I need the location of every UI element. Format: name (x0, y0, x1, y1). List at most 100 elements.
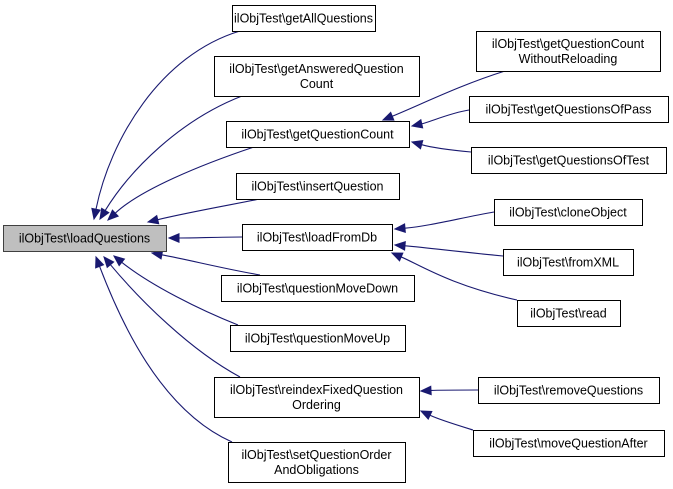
node-label: WithoutReloading (519, 52, 618, 66)
edge-line (99, 266, 233, 443)
edge-line (114, 146, 255, 214)
node-label: ilObjTest\getQuestionCount (241, 128, 394, 142)
node-cloneObject[interactable]: ilObjTest\cloneObject (494, 199, 643, 226)
node-box (471, 147, 667, 174)
edge-getQuestionsOfTest-to-getQuestionCount (410, 140, 472, 153)
edge-getQuestionCount-to-loadQuestions (107, 146, 255, 221)
node-questionMoveUp[interactable]: ilObjTest\questionMoveUp (230, 325, 406, 352)
node-box (503, 249, 634, 276)
node-label: ilObjTest\moveQuestionAfter (489, 437, 647, 451)
nodes-layer: ilObjTest\loadQuestions ilObjTest\getAllQ… (3, 5, 669, 483)
arrowhead-icon (393, 240, 406, 251)
node-label: AndObligations (274, 463, 359, 477)
node-label: ilObjTest\setQuestionOrder (241, 448, 391, 462)
edge-getQuestionsOfPass-to-getQuestionCount (410, 109, 470, 129)
arrowhead-icon (390, 252, 404, 262)
edge-line (421, 144, 472, 153)
node-label: ilObjTest\getQuestionsOfPass (485, 103, 651, 117)
edges-layer (91, 30, 518, 443)
arrowhead-icon (381, 111, 395, 121)
node-label: ilObjTest\fromXML (517, 256, 619, 270)
node-loadFromDb[interactable]: ilObjTest\loadFromDb (242, 224, 393, 251)
node-box (494, 199, 643, 226)
node-getQuestionCountWithoutReloading[interactable]: ilObjTest\getQuestionCountWithoutReloadi… (476, 31, 661, 72)
arrowhead-icon (167, 233, 180, 243)
node-label: ilObjTest\insertQuestion (251, 180, 383, 194)
node-label: Count (300, 77, 334, 91)
edge-reindexFixedQuestionOrdering-to-loadQuestions (103, 256, 241, 378)
edge-getQuestionCountWithoutReloading-to-getQuestionCount (381, 70, 506, 121)
node-box (236, 173, 400, 200)
node-label: ilObjTest\loadFromDb (257, 231, 377, 245)
node-label: ilObjTest\reindexFixedQuestion (230, 383, 403, 397)
edge-getAllQuestions-to-loadQuestions (91, 30, 241, 221)
edge-read-to-loadFromDb (390, 252, 518, 301)
node-label: ilObjTest\read (530, 307, 606, 321)
node-box (473, 430, 665, 457)
node-removeQuestions[interactable]: ilObjTest\removeQuestions (478, 377, 660, 404)
edge-line (429, 414, 474, 431)
node-label: ilObjTest\questionMoveDown (237, 282, 398, 296)
edge-questionMoveUp-to-loadQuestions (112, 255, 239, 326)
node-box (232, 5, 376, 32)
edge-line (392, 70, 506, 117)
node-questionMoveDown[interactable]: ilObjTest\questionMoveDown (221, 275, 415, 302)
arrowhead-icon (419, 385, 432, 396)
node-box (469, 96, 669, 123)
node-loadQuestions: ilObjTest\loadQuestions (3, 225, 167, 252)
node-label: ilObjTest\removeQuestions (494, 384, 643, 398)
node-box (3, 225, 167, 252)
arrowhead-icon (91, 207, 101, 221)
node-getAllQuestions[interactable]: ilObjTest\getAllQuestions (232, 5, 376, 32)
edge-line (400, 256, 518, 301)
node-box (228, 442, 406, 483)
edge-line (421, 109, 470, 125)
node-label: Ordering (292, 398, 341, 412)
arrowhead-icon (146, 214, 160, 225)
node-box (230, 325, 406, 352)
node-getQuestionsOfTest[interactable]: ilObjTest\getQuestionsOfTest (471, 147, 667, 174)
arrowhead-icon (95, 255, 105, 269)
arrowhead-icon (107, 209, 120, 221)
arrowhead-icon (410, 118, 424, 129)
node-label: ilObjTest\getQuestionsOfTest (488, 154, 650, 168)
edge-loadFromDb-to-loadQuestions (167, 233, 243, 243)
edge-moveQuestionAfter-to-reindexFixedQuestionOrdering (419, 410, 474, 431)
edge-getAnsweredQuestionCount-to-loadQuestions (99, 95, 243, 221)
arrowhead-icon (419, 410, 433, 420)
edge-line (178, 236, 243, 239)
node-label: ilObjTest\loadQuestions (19, 232, 150, 246)
node-box (214, 56, 420, 97)
node-box (221, 275, 415, 302)
node-box (476, 31, 661, 72)
node-label: ilObjTest\getAnsweredQuestion (229, 62, 403, 76)
edge-questionMoveDown-to-loadQuestions (150, 250, 261, 276)
edge-line (109, 264, 241, 378)
arrowhead-icon (99, 207, 110, 221)
edge-setQuestionOrderAndObligations-to-loadQuestions (95, 255, 233, 443)
arrowhead-icon (393, 223, 406, 234)
node-box (478, 377, 660, 404)
node-box (242, 224, 393, 251)
node-label: ilObjTest\cloneObject (509, 206, 627, 220)
edge-line (404, 211, 495, 229)
node-label: ilObjTest\questionMoveUp (245, 332, 390, 346)
node-getQuestionsOfPass[interactable]: ilObjTest\getQuestionsOfPass (469, 96, 669, 123)
edge-cloneObject-to-loadFromDb (393, 211, 495, 234)
edge-line (95, 30, 241, 210)
node-getQuestionCount[interactable]: ilObjTest\getQuestionCount (226, 121, 410, 148)
arrowhead-icon (112, 255, 126, 267)
edge-line (161, 254, 261, 276)
edge-insertQuestion-to-loadQuestions (146, 198, 261, 225)
node-moveQuestionAfter[interactable]: ilObjTest\moveQuestionAfter (473, 430, 665, 457)
arrowhead-icon (103, 256, 115, 269)
node-fromXML[interactable]: ilObjTest\fromXML (503, 249, 634, 276)
node-label: ilObjTest\getAllQuestions (234, 12, 373, 26)
node-read[interactable]: ilObjTest\read (517, 300, 621, 327)
edge-line (157, 198, 261, 221)
node-insertQuestion[interactable]: ilObjTest\insertQuestion (236, 173, 400, 200)
